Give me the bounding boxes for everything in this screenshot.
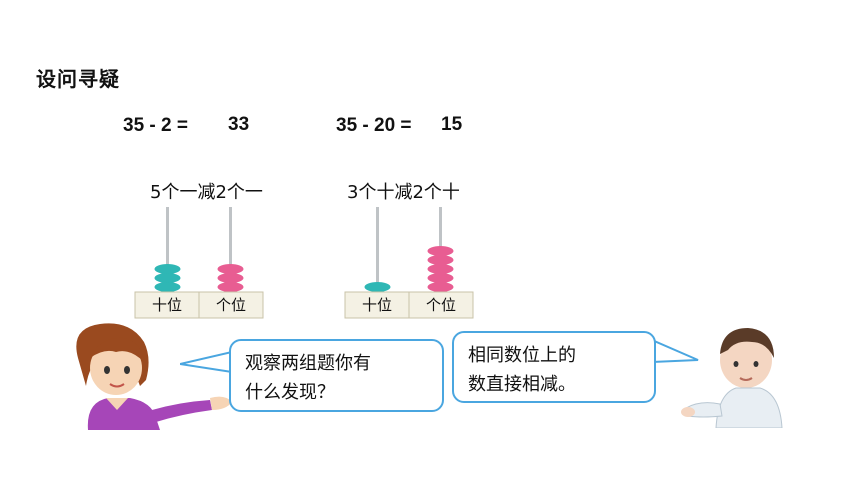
boy-bubble-line-1: 相同数位上的 — [468, 345, 576, 366]
ones-bead — [217, 273, 244, 283]
abacus-right — [344, 207, 474, 319]
girl-speech-bubble: 观察两组题你有 什么发现？ — [229, 339, 444, 412]
abacus-left-tens-beads — [154, 264, 181, 292]
caption-ones-subtraction: 5个一减2个一 — [150, 182, 263, 203]
abacus-right-tens-label: 十位 — [361, 296, 392, 314]
ones-bead — [427, 264, 454, 274]
girl-illustration — [76, 323, 232, 430]
ones-bead — [217, 264, 244, 274]
equation-2-answer: 15 — [441, 114, 463, 135]
tens-bead — [154, 273, 181, 283]
equation-2-expression: 35 - 20 = — [336, 115, 412, 136]
ones-bead — [427, 273, 454, 283]
abacus-left-tens-label: 十位 — [151, 296, 182, 314]
abacus-right-ones-beads — [427, 246, 454, 292]
ones-bead — [427, 246, 454, 256]
tens-bead — [154, 282, 181, 292]
girl-bubble-line-1: 观察两组题你有 — [245, 353, 371, 374]
tens-bead — [364, 282, 391, 292]
abacus-right-ones-label: 个位 — [425, 296, 456, 314]
section-heading: 设问寻疑 — [36, 67, 120, 91]
abacus-left-ones-beads — [217, 264, 244, 292]
equation-1-expression: 35 - 2 = — [123, 115, 188, 136]
ones-bead — [427, 282, 454, 292]
abacus-left-ones-label: 个位 — [215, 296, 246, 314]
ones-bead — [217, 282, 244, 292]
abacus-right-tens-beads — [364, 282, 391, 292]
abacus-left — [134, 207, 264, 319]
boy-bubble-tail — [652, 339, 699, 363]
boy-illustration — [681, 328, 783, 428]
caption-tens-subtraction: 3个十减2个十 — [347, 182, 460, 203]
boy-speech-bubble: 相同数位上的 数直接相减。 — [452, 331, 656, 403]
tens-bead — [154, 264, 181, 274]
equation-1-answer: 33 — [228, 114, 250, 135]
girl-bubble-line-2: 什么发现？ — [245, 382, 335, 403]
boy-bubble-line-2: 数直接相减。 — [468, 374, 576, 395]
girl-bubble-tail — [180, 351, 232, 373]
ones-bead — [427, 255, 454, 265]
